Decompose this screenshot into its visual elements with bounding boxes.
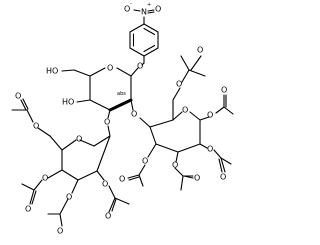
l-c3-ester-oxygen: O — [66, 193, 72, 202]
r-c2-carbonyl-oxygen: O — [194, 174, 200, 183]
nitro-n-atom: N — [141, 8, 147, 17]
l-c4-carbonyl-oxygen: O — [25, 205, 31, 214]
r-c6-carbonyl-oxygen: O — [197, 46, 203, 55]
core-glucose-ring — [61, 62, 145, 119]
anomeric-oxygen: O — [137, 62, 143, 71]
l-c6-carbonyl-oxygen: O — [15, 92, 21, 101]
chemical-structure: N + O - O HO HO O O abs O O — [11, 1, 234, 236]
stereo-abs-label: abs — [117, 91, 126, 97]
core-ring-oxygen: O — [107, 64, 113, 73]
c2-glycosidic-oxygen: O — [131, 110, 137, 119]
r-c4-carbonyl-oxygen: O — [221, 86, 227, 95]
l-c2-carbonyl-oxygen: O — [105, 212, 111, 221]
r-c4-ester-oxygen: O — [207, 111, 213, 120]
r-c3-ester-oxygen: O — [207, 145, 213, 154]
left-ring-oxygen: O — [76, 135, 82, 144]
l-c3-carbonyl-oxygen: O — [57, 227, 63, 236]
right-glucose-ring — [127, 55, 234, 191]
right-ring-oxygen: O — [182, 106, 188, 115]
nitro-o-atom: O — [155, 5, 161, 14]
left-glucose-ring — [11, 98, 130, 227]
r-c6-ester-oxygen: O — [176, 80, 182, 89]
nitro-o-minus-charge: - — [130, 1, 132, 7]
l-c2-ester-oxygen: O — [102, 180, 108, 189]
r-c1-carbonyl-oxygen: O — [119, 175, 125, 184]
c4-ho-label: HO — [62, 98, 74, 107]
l-c4-ester-oxygen: O — [42, 174, 48, 183]
nitrophenyl-group — [129, 9, 159, 64]
nitro-o-minus-atom: O — [124, 5, 130, 14]
r-c2-ester-oxygen: O — [172, 161, 178, 170]
l-c6-ester-oxygen: O — [33, 122, 39, 131]
r-c3-carbonyl-oxygen: O — [220, 173, 226, 182]
c3-glycosidic-oxygen: O — [104, 118, 110, 127]
hydroxymethyl-ho-label: HO — [46, 67, 58, 76]
nitro-n-charge: + — [147, 2, 151, 8]
r-c1-ester-oxygen: O — [142, 157, 148, 166]
